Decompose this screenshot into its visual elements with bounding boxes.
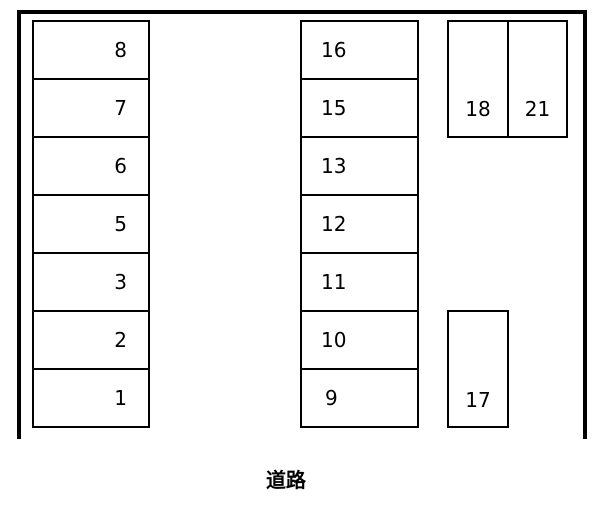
space-number: 12 <box>321 212 347 236</box>
parking-space-10: 10 <box>300 310 419 370</box>
parking-space-15: 15 <box>300 78 419 138</box>
space-number: 1 <box>114 386 127 410</box>
parking-space-11: 11 <box>300 252 419 312</box>
space-number: 6 <box>114 154 127 178</box>
space-number: 13 <box>321 154 347 178</box>
parking-space-12: 12 <box>300 194 419 254</box>
parking-space-13: 13 <box>300 136 419 196</box>
parking-space-16: 16 <box>300 20 419 80</box>
lot-right-wall <box>583 10 587 439</box>
parking-space-3: 3 <box>32 252 150 312</box>
space-number: 3 <box>114 270 127 294</box>
lot-left-wall <box>17 10 21 439</box>
parking-space-7: 7 <box>32 78 150 138</box>
space-number: 16 <box>321 38 347 62</box>
parking-space-6: 6 <box>32 136 150 196</box>
space-number: 11 <box>321 270 347 294</box>
parking-space-1: 1 <box>32 368 150 428</box>
space-number: 2 <box>114 328 127 352</box>
space-number: 8 <box>114 38 127 62</box>
space-number: 7 <box>114 96 127 120</box>
space-number: 17 <box>465 388 491 412</box>
lot-top-wall <box>17 10 587 14</box>
space-number: 18 <box>465 97 491 121</box>
road-label: 道路 <box>266 468 306 492</box>
space-number: 9 <box>325 386 338 410</box>
space-number: 10 <box>321 328 347 352</box>
space-number: 15 <box>321 96 347 120</box>
space-number: 21 <box>524 97 551 121</box>
parking-space-17: 17 <box>447 310 509 428</box>
parking-space-5: 5 <box>32 194 150 254</box>
parking-space-21: 21 <box>507 20 568 138</box>
parking-space-9: 9 <box>300 368 419 428</box>
parking-space-2: 2 <box>32 310 150 370</box>
parking-space-8: 8 <box>32 20 150 80</box>
space-number: 5 <box>114 212 127 236</box>
parking-space-18: 18 <box>447 20 509 138</box>
